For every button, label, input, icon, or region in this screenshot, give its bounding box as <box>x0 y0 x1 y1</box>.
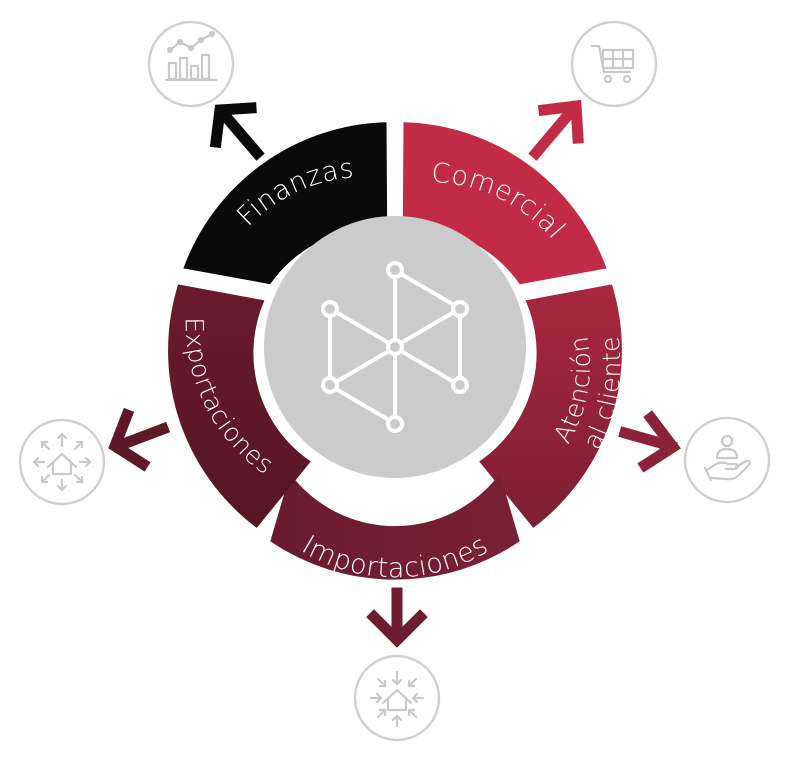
arrow-exportaciones <box>108 407 171 472</box>
house-outward-arrows-icon <box>18 418 106 506</box>
hub-circle <box>264 216 526 478</box>
network-hexagon-icon <box>321 261 469 433</box>
line-bar-chart-icon <box>147 20 235 108</box>
arrow-importaciones <box>366 587 428 648</box>
arrow-finanzas <box>209 102 265 161</box>
shopping-cart-icon <box>570 20 658 108</box>
segment-importaciones <box>270 473 520 580</box>
house-inward-arrows-icon <box>353 654 441 742</box>
hand-holding-person-icon <box>683 416 771 504</box>
segment-atencion <box>479 284 622 528</box>
arrow-atencion <box>618 410 681 473</box>
segment-comercial <box>402 122 607 285</box>
segment-finanzas <box>183 122 388 285</box>
arrow-comercial <box>528 99 584 161</box>
segment-exportaciones <box>168 284 311 528</box>
